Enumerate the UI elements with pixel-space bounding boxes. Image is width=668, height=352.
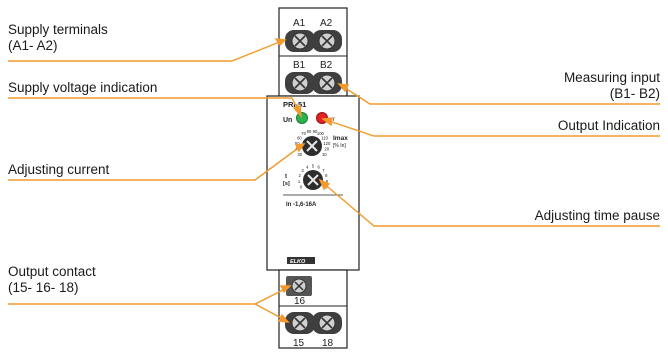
current-dial-tick-120: 120 [323, 141, 331, 146]
current-range-label: In -1,6-16A [286, 202, 317, 208]
current-dial-tick-100: 100 [317, 131, 325, 136]
arrowhead-measuring-input [337, 83, 350, 93]
current-dial-tick-90: 90 [313, 129, 318, 134]
leader-lines [8, 38, 660, 323]
leader-supply-voltage [8, 97, 301, 115]
current-dial-tick-20: 20 [324, 147, 329, 152]
current-dial-tick-30: 30 [297, 152, 302, 157]
leader-adjusting-current [8, 145, 302, 181]
arrowhead-output-contact-upper [279, 285, 292, 294]
time-dial-tick-4: 4 [306, 165, 309, 170]
time-dial-tick-6: 6 [318, 165, 321, 170]
time-dial-tick-5: 5 [312, 164, 315, 169]
terminal-label-16: 16 [294, 296, 306, 307]
arrowhead-output-contact-lower [277, 313, 290, 323]
time-dial-tick-3: 3 [301, 168, 304, 173]
time-dial[interactable] [303, 170, 323, 190]
arrowhead-output-indication [321, 117, 333, 127]
leader-adjusting-time [321, 181, 660, 227]
output-indication-label: Output Indication [557, 118, 660, 133]
current-dial-tick-70: 70 [301, 131, 306, 136]
screw-15 [285, 312, 315, 334]
brand-plate [287, 257, 315, 264]
screw-b2 [312, 72, 342, 94]
terminal-label-18: 18 [322, 338, 334, 349]
screw-a1 [285, 30, 315, 52]
time-dial-tick-7: 7 [322, 168, 325, 173]
time-dial-tick-9: 9 [326, 179, 329, 184]
arrowhead-adjusting-time [318, 178, 331, 191]
screw-a2 [312, 30, 342, 52]
leader-output-contact-lower [254, 303, 286, 321]
measuring-input-label: Measuring input (B1- B2) [563, 70, 660, 101]
leader-measuring-input [341, 85, 660, 105]
led-label-un: Un [283, 117, 292, 124]
imax-unit-label: [% In] [333, 143, 346, 149]
supply-terminals-label: Supply terminals (A1- A2) [8, 22, 108, 53]
led-label-r: r [333, 117, 335, 123]
current-dial[interactable] [302, 136, 322, 156]
leader-supply-terminals [8, 40, 283, 62]
arrowhead-supply-voltage [292, 105, 302, 119]
current-dial-tick-80: 80 [307, 129, 312, 134]
time-dial-tick-0: 0 [300, 185, 303, 190]
imax-label: Imax [333, 135, 348, 142]
time-dial-tick-2: 2 [299, 173, 302, 178]
supply-voltage-indication-label: Supply voltage indication [8, 80, 158, 95]
current-dial-tick-110: 110 [321, 135, 328, 140]
terminal-label-a2: A2 [320, 18, 333, 29]
current-dial-tick-60: 60 [297, 135, 302, 140]
green-led [296, 112, 308, 124]
time-label-t: t [285, 174, 287, 180]
brand-logo: ELKO [290, 259, 306, 265]
time-unit-label: [s] [283, 181, 290, 187]
current-dial-tick-50: 50 [295, 141, 300, 146]
relay-device: A1 A2 B1 B2 16 15 18 PRI-51 Un r 3040506… [266, 7, 360, 349]
terminal-label-b2: B2 [320, 60, 333, 71]
arrowhead-supply-terminals [274, 38, 287, 47]
arrowhead-adjusting-current [294, 143, 306, 153]
current-dial-tick-10: 10 [322, 152, 327, 157]
adjusting-current-label: Adjusting current [8, 162, 110, 177]
time-dial-tick-1: 1 [298, 179, 301, 184]
screw-b1 [285, 72, 315, 94]
terminal-label-15: 15 [293, 338, 305, 349]
adjusting-time-pause-label: Adjusting time pause [534, 208, 660, 223]
terminal-label-a1: A1 [293, 18, 306, 29]
screw-16 [286, 276, 312, 296]
leader-output-indication [325, 119, 660, 137]
terminal-label-b1: B1 [293, 60, 306, 71]
screw-18 [312, 312, 342, 334]
output-contact-label: Output contact (15- 16- 18) [8, 264, 96, 295]
leader-output-contact-upper [8, 287, 288, 305]
time-dial-tick-8: 8 [325, 173, 328, 178]
